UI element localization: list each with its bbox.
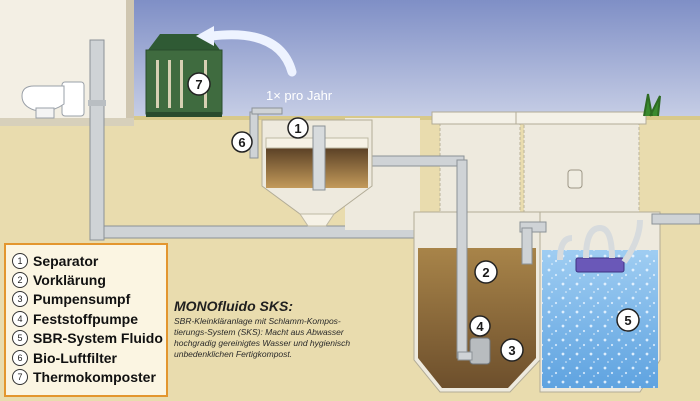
house-downpipe	[89, 39, 105, 241]
marker-4: 4	[469, 315, 491, 337]
legend-number: 6	[12, 349, 28, 366]
outflow-pipe	[651, 213, 700, 225]
legend-label: Separator	[33, 252, 99, 269]
product-caption: MONOfluido SKS: SBR-Kleinkläranlage mit …	[174, 298, 424, 360]
marker-3: 3	[500, 338, 524, 362]
lid-2	[515, 111, 647, 125]
marker-5: 5	[616, 308, 640, 332]
bio-filter-pipe	[249, 111, 259, 159]
legend-item: 4 Feststoffpumpe	[12, 309, 160, 328]
legend-item: 2 Vorklärung	[12, 270, 160, 289]
legend-label: SBR-System Fluido	[33, 330, 163, 347]
svg-text:6: 6	[238, 135, 245, 150]
svg-text:3: 3	[508, 343, 515, 358]
marker-1: 1	[287, 117, 309, 139]
legend-number: 5	[12, 330, 28, 347]
legend-label: Feststoffpumpe	[33, 310, 138, 327]
connector-pipe	[371, 155, 465, 167]
svg-text:5: 5	[624, 313, 631, 328]
legend-number: 3	[12, 291, 28, 308]
caption-line: hochgradig gereinigtes Wasser und hygien…	[174, 338, 351, 348]
legend-number: 1	[12, 252, 28, 269]
legend-item: 7 Thermokomposter	[12, 367, 160, 386]
toilet-icon	[21, 81, 85, 119]
svg-text:4: 4	[476, 319, 484, 334]
svg-text:1: 1	[294, 121, 301, 136]
separator-unit	[261, 119, 373, 227]
caption-body: SBR-Kleinkläranlage mit Schlamm-Kompos- …	[174, 316, 424, 360]
house-wall-edge	[126, 0, 134, 122]
legend-item: 1 Separator	[12, 251, 160, 270]
filter-canister	[567, 169, 583, 189]
legend-number: 4	[12, 310, 28, 327]
riser-pipe	[456, 159, 468, 359]
component-legend: 1 Separator 2 Vorklärung 3 Pumpensumpf 4…	[4, 243, 168, 397]
grass-tuft	[643, 93, 661, 117]
annual-transfer-arrow	[207, 30, 297, 77]
solids-pump	[457, 337, 491, 365]
legend-item: 3 Pumpensumpf	[12, 290, 160, 309]
legend-label: Pumpensumpf	[33, 291, 131, 308]
lid-1	[431, 111, 529, 125]
thermocomposter	[145, 34, 223, 117]
marker-6: 6	[231, 131, 253, 153]
legend-label: Bio-Luftfilter	[33, 349, 117, 366]
caption-title: MONOfluido SKS:	[174, 298, 293, 314]
caption-line: unbedenklichen Fertigkompost.	[174, 349, 293, 359]
svg-text:2: 2	[482, 265, 489, 280]
legend-item: 5 SBR-System Fluido	[12, 329, 163, 348]
marker-7: 7	[187, 72, 211, 96]
svg-text:7: 7	[195, 77, 202, 92]
marker-2: 2	[474, 260, 498, 284]
legend-label: Thermokomposter	[33, 369, 156, 386]
floor-slab	[0, 118, 134, 126]
legend-label: Vorklärung	[33, 272, 106, 289]
legend-number: 7	[12, 369, 28, 386]
sbr-aeration-unit	[557, 219, 643, 273]
legend-item: 6 Bio-Luftfilter	[12, 348, 160, 367]
caption-line: tierungs-System (SKS): Macht aus Abwasse…	[174, 327, 344, 337]
caption-line: SBR-Kleinkläranlage mit Schlamm-Kompos-	[174, 316, 341, 326]
legend-number: 2	[12, 272, 28, 289]
interval-label: 1× pro Jahr	[266, 88, 333, 103]
